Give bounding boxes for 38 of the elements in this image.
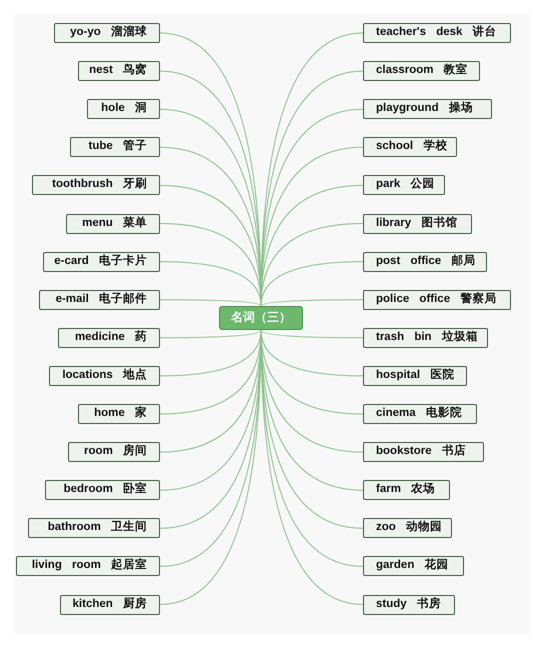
- topic-box: post office 邮局: [363, 252, 487, 272]
- topic-box: yo-yo 溜溜球: [54, 23, 160, 43]
- topic-box: garden 花园: [363, 556, 464, 576]
- connector-line: [260, 299, 364, 306]
- topic-box: tube 管子: [70, 137, 160, 158]
- topic-box: bookstore 书店: [363, 442, 484, 462]
- topic-box: menu 菜单: [66, 214, 160, 234]
- topic-box: study 书房: [363, 594, 455, 614]
- topic-box: trash bin 垃圾箱: [363, 328, 488, 348]
- topic-box: nest 鸟窝: [78, 61, 160, 82]
- central-topic-box: 名词（三）: [219, 306, 303, 330]
- topic-box: police office 警察局: [363, 290, 511, 310]
- topic-box: room 房间: [68, 442, 160, 462]
- topic-box: hospital 医院: [363, 366, 467, 386]
- connector-line: [260, 261, 364, 306]
- topic-box: locations 地点: [49, 366, 160, 386]
- topic-box: teacher's desk 讲台: [363, 23, 511, 43]
- connector-line: [160, 299, 262, 306]
- topic-box: hole 洞: [87, 99, 160, 120]
- topic-box: living room 起居室: [16, 556, 160, 576]
- topic-box: bathroom 卫生间: [28, 518, 160, 538]
- topic-box: kitchen 厨房: [60, 594, 160, 614]
- topic-box: playground 操场: [363, 99, 492, 120]
- topic-box: e-mail 电子邮件: [39, 290, 160, 310]
- topic-box: medicine 药: [58, 328, 160, 348]
- connector-line: [160, 330, 262, 338]
- topic-box: zoo 动物园: [363, 518, 452, 538]
- topic-box: classroom 教室: [363, 61, 480, 82]
- topic-box: e-card 电子卡片: [43, 252, 160, 272]
- topic-box: school 学校: [363, 137, 457, 158]
- topic-box: toothbrush 牙刷: [32, 175, 160, 196]
- connector-line: [260, 330, 364, 338]
- topic-box: farm 农场: [363, 480, 450, 500]
- topic-box: cinema 电影院: [363, 404, 477, 424]
- topic-box: bedroom 卧室: [45, 480, 160, 500]
- topic-box: home 家: [78, 404, 160, 424]
- topic-box: library 图书馆: [363, 214, 472, 234]
- topic-box: park 公园: [363, 175, 445, 196]
